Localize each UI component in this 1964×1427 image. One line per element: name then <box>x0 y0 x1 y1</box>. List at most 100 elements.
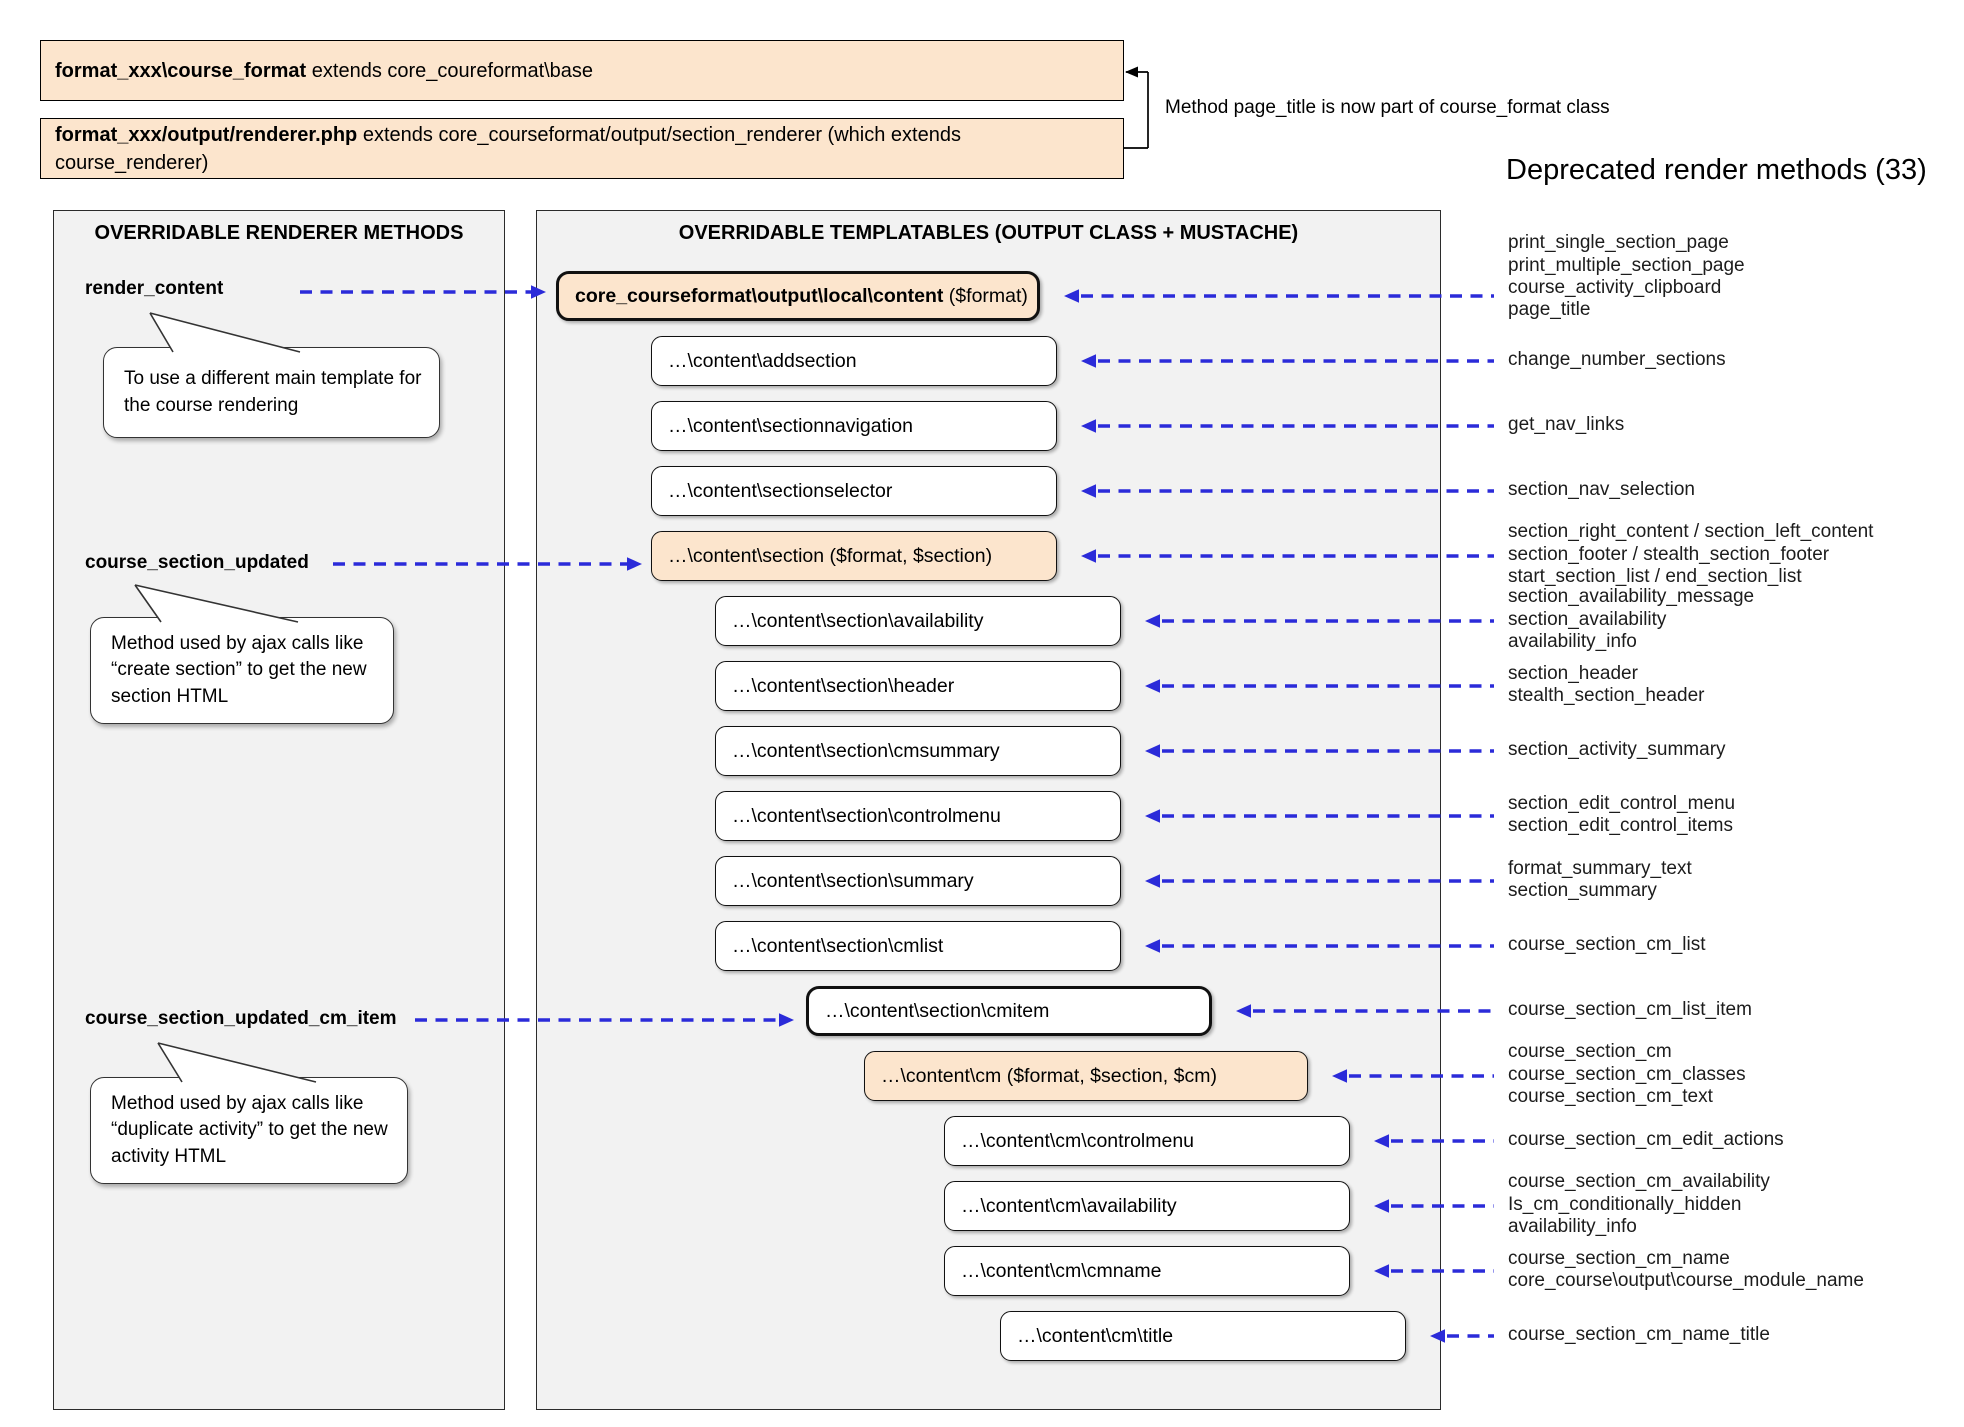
templatable-box-class: core_courseformat\output\local\content <box>575 284 944 307</box>
deprecated-method: section_availability <box>1508 608 1667 630</box>
deprecated-method: section_header <box>1508 662 1638 684</box>
templatable-box-label: …\content\addsection <box>668 349 857 372</box>
templatable-box-section-summary: …\content\section\summary <box>715 856 1121 906</box>
callout-course-section-updated-cm-item: Method used by ajax calls like “duplicate… <box>90 1077 408 1184</box>
callout-render-content: To use a different main template for the … <box>103 347 440 438</box>
callout-text-line: Method used by ajax calls like <box>111 632 364 654</box>
deprecated-method-group: section_right_content / section_left_con… <box>1508 521 1873 588</box>
deprecated-method-group: section_activity_summary <box>1508 739 1726 761</box>
deprecated-method: section_summary <box>1508 880 1657 901</box>
method-label-course-section-updated-cm-item: course_section_updated_cm_item <box>85 1008 397 1029</box>
class-box-course-format-extends: extends core_coureformat\base <box>306 59 594 82</box>
templatable-box-label: …\content\cm\availability <box>961 1194 1177 1217</box>
deprecated-method: get_nav_links <box>1508 413 1625 435</box>
callout-course-section-updated: Method used by ajax calls like “create se… <box>90 617 394 724</box>
templatable-box-label: …\content\cm\title <box>1017 1324 1174 1347</box>
deprecated-method: page_title <box>1508 299 1591 321</box>
deprecated-method: stealth_section_header <box>1508 685 1705 706</box>
deprecated-method: course_section_cm_name_title <box>1508 1323 1770 1345</box>
deprecated-method: section_availability_message <box>1508 586 1755 608</box>
templatable-box-label: …\content\sectionnavigation <box>668 414 913 437</box>
deprecated-method: section_edit_control_menu <box>1508 792 1736 814</box>
templatable-box-label: …\content\section\controlmenu <box>732 804 1001 827</box>
callout-text-line: Method used by ajax calls like <box>111 1092 364 1114</box>
templatable-box-addsection: …\content\addsection <box>651 336 1057 386</box>
deprecated-method-group: change_number_sections <box>1508 349 1726 371</box>
deprecated-method-group: section_nav_selection <box>1508 479 1695 501</box>
callout-text-line: activity HTML <box>111 1145 227 1167</box>
callout-text-line: section HTML <box>111 685 229 707</box>
deprecated-method: section_right_content / section_left_con… <box>1508 521 1874 543</box>
templatable-box-label: …\content\section\availability <box>732 609 984 632</box>
deprecated-method: section_activity_summary <box>1508 738 1726 760</box>
deprecated-method: course_section_cm_availability <box>1508 1171 1770 1193</box>
deprecated-methods-heading: Deprecated render methods (33) <box>1506 154 1927 186</box>
class-box-course-format: format_xxx\course_format extends core_co… <box>40 40 1124 101</box>
deprecated-method: course_section_cm_classes <box>1508 1063 1746 1085</box>
deprecated-method: section_edit_control_items <box>1508 815 1733 836</box>
templatable-box-section-availability: …\content\section\availability <box>715 596 1121 646</box>
class-box-renderer-name: format_xxx/output/renderer.php <box>55 123 358 146</box>
deprecated-method: course_section_cm_edit_actions <box>1508 1128 1784 1150</box>
deprecated-method: course_section_cm <box>1508 1041 1672 1063</box>
templatable-box-label: …\content\section\cmlist <box>732 934 944 957</box>
deprecated-method: course_section_cm_list_item <box>1508 998 1752 1020</box>
callout-text-line: “duplicate activity” to get the new <box>111 1119 388 1141</box>
deprecated-method: course_section_cm_text <box>1508 1086 1713 1108</box>
templatable-box-label: …\content\section\header <box>732 674 955 697</box>
templatable-box-section: …\content\section ($format, $section) <box>651 531 1057 581</box>
deprecated-method: print_single_section_page <box>1508 232 1729 254</box>
deprecated-method: print_multiple_section_page <box>1508 254 1745 276</box>
deprecated-method: core_course\output\course_module_name <box>1508 1270 1864 1291</box>
templatable-box-sectionnavigation: …\content\sectionnavigation <box>651 401 1057 451</box>
templatable-box-label: …\content\section ($format, $section) <box>668 544 993 567</box>
deprecated-method: course_activity_clipboard <box>1508 277 1722 298</box>
method-label-course-section-updated: course_section_updated <box>85 552 309 573</box>
deprecated-method: change_number_sections <box>1508 348 1726 370</box>
templatable-box-content: core_courseformat\output\local\content (… <box>556 271 1040 321</box>
deprecated-method-group: course_section_cm_name_title <box>1508 1324 1770 1346</box>
templatable-box-section-cmsummary: …\content\section\cmsummary <box>715 726 1121 776</box>
templatable-box-label: …\content\sectionselector <box>668 479 893 502</box>
deprecated-method: availability_info <box>1508 631 1637 653</box>
templatable-box-sectionselector: …\content\sectionselector <box>651 466 1057 516</box>
templatable-box-cm-title: …\content\cm\title <box>1000 1311 1406 1361</box>
method-label-render-content: render_content <box>85 278 224 299</box>
deprecated-method: course_section_cm_name <box>1508 1247 1730 1269</box>
deprecated-method: start_section_list / end_section_list <box>1508 566 1802 588</box>
templatable-box-section-header: …\content\section\header <box>715 661 1121 711</box>
templatable-box-cm: …\content\cm ($format, $section, $cm) <box>864 1051 1308 1101</box>
bracket-note: Method page_title is now part of course_… <box>1165 97 1610 118</box>
deprecated-method: format_summary_text <box>1508 857 1692 879</box>
templatable-box-section-controlmenu: …\content\section\controlmenu <box>715 791 1121 841</box>
deprecated-method: availability_info <box>1508 1216 1637 1238</box>
templatable-box-label: …\content\cm\controlmenu <box>961 1129 1195 1152</box>
templatable-box-label: …\content\section\cmsummary <box>732 739 1000 762</box>
deprecated-method: Is_cm_conditionally_hidden <box>1508 1193 1742 1215</box>
renderer-methods-panel-title: OVERRIDABLE RENDERER METHODS <box>94 222 464 244</box>
callout-text-line: the course rendering <box>124 394 299 416</box>
callout-text-line: To use a different main template for <box>124 368 422 389</box>
class-box-course-format-name: format_xxx\course_format <box>55 59 307 82</box>
templatable-box-label: …\content\section\cmitem <box>825 999 1050 1022</box>
class-box-renderer-extends: extends core_courseformat/output/section… <box>55 123 961 174</box>
deprecated-method: section_nav_selection <box>1508 478 1695 500</box>
deprecated-method: course_section_cm_list <box>1508 933 1706 955</box>
templatable-box-cm-cmname: …\content\cm\cmname <box>944 1246 1350 1296</box>
templatable-box-label: …\content\cm\cmname <box>961 1259 1162 1282</box>
callout-text-line: “create section” to get the new <box>111 659 367 681</box>
deprecated-method-group: course_section_cm_list <box>1508 934 1705 956</box>
bracket-arrowhead-icon <box>1125 66 1138 78</box>
templatable-box-params: ($format) <box>943 284 1028 307</box>
templatable-box-cm-availability: …\content\cm\availability <box>944 1181 1350 1231</box>
templatables-panel-title: OVERRIDABLE TEMPLATABLES (OUTPUT CLASS +… <box>678 222 1299 244</box>
class-box-renderer: format_xxx/output/renderer.php extends c… <box>40 118 1124 179</box>
templatable-box-cm-controlmenu: …\content\cm\controlmenu <box>944 1116 1350 1166</box>
